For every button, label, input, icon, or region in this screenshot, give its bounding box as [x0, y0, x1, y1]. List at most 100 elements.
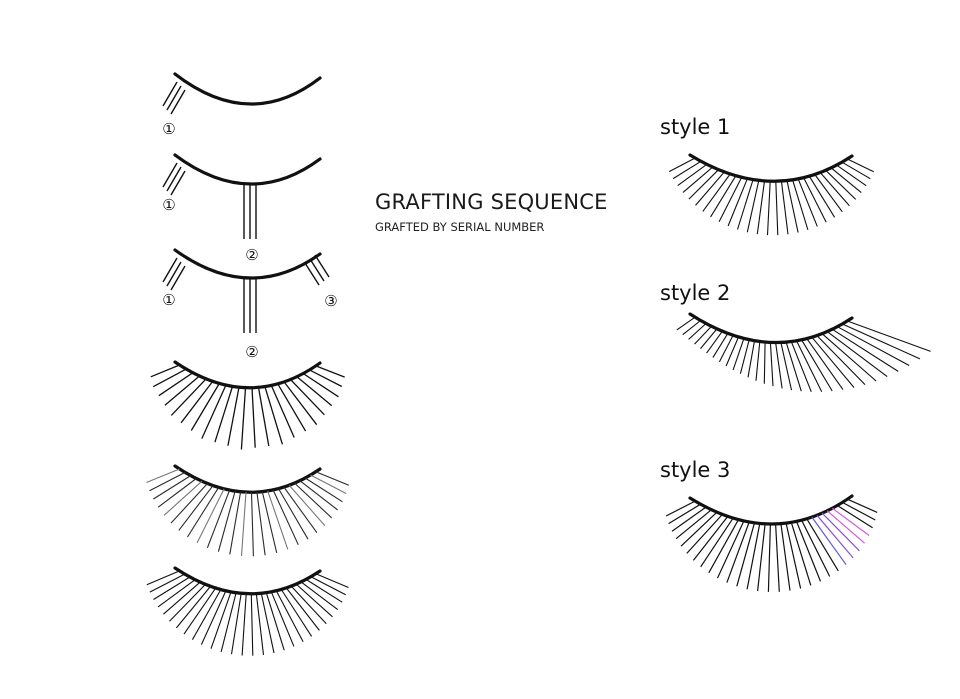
- lash: [146, 468, 180, 484]
- lash: [265, 592, 285, 651]
- lash-line: [688, 153, 854, 183]
- lash: [726, 521, 750, 583]
- lash: [157, 478, 197, 508]
- lash: [757, 523, 766, 592]
- lash: [695, 171, 725, 206]
- lash: [816, 514, 854, 559]
- lash-line: [173, 72, 322, 106]
- lash-line: [173, 248, 322, 280]
- lash: [677, 163, 708, 187]
- lash: [700, 517, 734, 568]
- lash: [170, 89, 186, 115]
- step-3: ①②③: [162, 248, 338, 361]
- lash: [240, 492, 247, 557]
- lash: [264, 386, 284, 445]
- lash: [808, 175, 836, 218]
- lash: [304, 262, 320, 286]
- lash: [775, 523, 780, 592]
- lash: [299, 480, 338, 511]
- lash: [295, 583, 333, 618]
- lash: [166, 261, 182, 287]
- lash: [229, 491, 242, 555]
- lash: [702, 173, 731, 212]
- lash: [780, 180, 789, 235]
- lash: [153, 576, 191, 600]
- lash: [278, 488, 309, 540]
- lash: [825, 169, 857, 200]
- lash: [270, 591, 295, 647]
- lash: [795, 521, 822, 582]
- lash: [162, 257, 178, 283]
- lash: [250, 492, 254, 557]
- lash: [769, 342, 774, 387]
- lash: [736, 522, 756, 587]
- lash: [739, 339, 750, 374]
- marker-3: ③: [324, 292, 337, 310]
- lash: [150, 364, 180, 378]
- lash: [206, 489, 231, 548]
- lash: [309, 258, 325, 282]
- lash: [256, 492, 266, 556]
- step-4: [150, 360, 345, 450]
- lash: [746, 523, 761, 590]
- lash: [785, 522, 802, 589]
- lash: [775, 342, 783, 389]
- lash: [163, 581, 201, 615]
- lash: [767, 523, 771, 592]
- lash: [806, 338, 844, 390]
- lash: [847, 498, 878, 513]
- lash: [300, 581, 339, 611]
- lash: [275, 590, 304, 643]
- lash-line: [173, 360, 322, 390]
- lash: [811, 516, 847, 566]
- lash: [162, 81, 178, 107]
- lash: [152, 368, 187, 388]
- lash: [296, 376, 333, 407]
- lash: [716, 520, 745, 579]
- lash: [694, 325, 712, 345]
- style-2-label: style 2: [660, 281, 731, 305]
- lash: [785, 341, 802, 392]
- lash: [302, 372, 339, 398]
- lash: [665, 500, 696, 517]
- lash: [680, 511, 718, 547]
- lash: [803, 177, 827, 223]
- lash: [310, 576, 346, 596]
- lash: [746, 180, 760, 233]
- lash: [710, 175, 737, 218]
- style-1-eyelash: [668, 153, 874, 236]
- lash: [797, 178, 818, 227]
- lash: [836, 504, 873, 529]
- lash: [190, 383, 220, 431]
- lash: [780, 342, 793, 391]
- lash: [766, 181, 771, 236]
- lash: [183, 587, 217, 635]
- lash: [671, 506, 707, 532]
- lash: [270, 385, 295, 438]
- lash: [790, 341, 812, 393]
- lash: [294, 482, 333, 519]
- lash: [755, 341, 761, 381]
- lash: [166, 85, 182, 111]
- lash: [836, 164, 867, 187]
- lash: [261, 491, 278, 554]
- lash: [227, 387, 240, 446]
- lash: [841, 161, 871, 180]
- lash: [747, 340, 756, 378]
- lash: [676, 316, 696, 331]
- lash: [149, 471, 186, 492]
- lash: [230, 593, 242, 655]
- lash: [315, 573, 349, 589]
- lash: [668, 157, 696, 173]
- lash: [672, 160, 702, 180]
- lash: [290, 585, 327, 625]
- lash: [712, 333, 729, 358]
- lash: [240, 387, 247, 450]
- lash-line: [688, 494, 854, 526]
- lash: [187, 487, 220, 538]
- lash: [780, 523, 791, 591]
- diagram-title: GRAFTING SEQUENCE: [375, 190, 608, 214]
- lash: [847, 320, 931, 352]
- lash: [304, 477, 343, 503]
